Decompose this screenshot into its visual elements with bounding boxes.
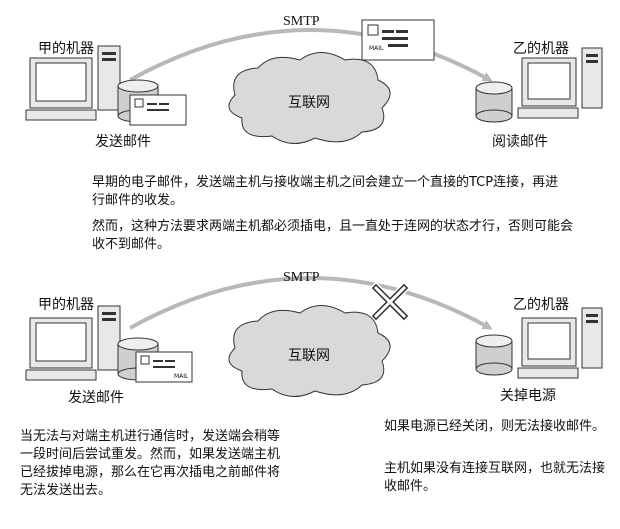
bottom-smtp-arrow (129, 276, 493, 330)
bottom-receiver-label: 乙的机器 (513, 297, 569, 313)
top-description-1: 早期的电子邮件，发送端主机与接收端主机之间会建立一个直接的TCP连接，再进行邮件… (92, 175, 559, 208)
mail-server-icon (475, 81, 513, 123)
bottom-right-description-1: 如果电源已经关闭，则无法接收邮件。 (384, 419, 606, 434)
top-network-label: 互联网 (288, 95, 330, 111)
computer-icon (517, 307, 603, 379)
computer-icon (517, 47, 603, 119)
top-sender-label: 甲的机器 (38, 41, 94, 57)
bottom-smtp-label: SMTP (283, 270, 320, 285)
internet-cloud-icon (228, 305, 391, 397)
top-smtp-label: SMTP (283, 14, 320, 29)
top-receiver-label: 乙的机器 (513, 41, 569, 57)
top-send-caption: 发送邮件 (95, 134, 151, 150)
top-read-caption: 阅读邮件 (492, 134, 548, 150)
top-smtp-arrow (129, 28, 493, 82)
internet-cloud-icon (228, 52, 391, 144)
bottom-network-label: 互联网 (288, 348, 330, 364)
top-description-2: 然而，这种方法要求两端主机都必须插电，且一直处于连网的状态才行，否则可能会收不到… (92, 219, 574, 252)
mail-envelope-icon (361, 19, 435, 61)
mail-envelope-icon (135, 351, 193, 383)
mail-envelope-icon (129, 94, 187, 126)
bottom-right-description-2: 主机如果没有连接互联网，也就无法接收邮件。 (384, 461, 606, 494)
mail-server-icon (475, 334, 513, 376)
bottom-mail-stamp-label: MAIL (174, 373, 189, 380)
bottom-left-description: 当无法与对端主机进行通信时，发送端会稍等一段时间后尝试重发。然而，如果发送端主机… (20, 429, 281, 498)
computer-icon (25, 45, 121, 121)
cross-mark-icon (369, 281, 411, 323)
bottom-sender-label: 甲的机器 (38, 297, 94, 313)
bottom-send-caption: 发送邮件 (68, 390, 124, 406)
computer-icon (25, 305, 121, 381)
top-mail-stamp-label: MAIL (369, 45, 384, 52)
bottom-power-caption: 关掉电源 (500, 388, 556, 404)
